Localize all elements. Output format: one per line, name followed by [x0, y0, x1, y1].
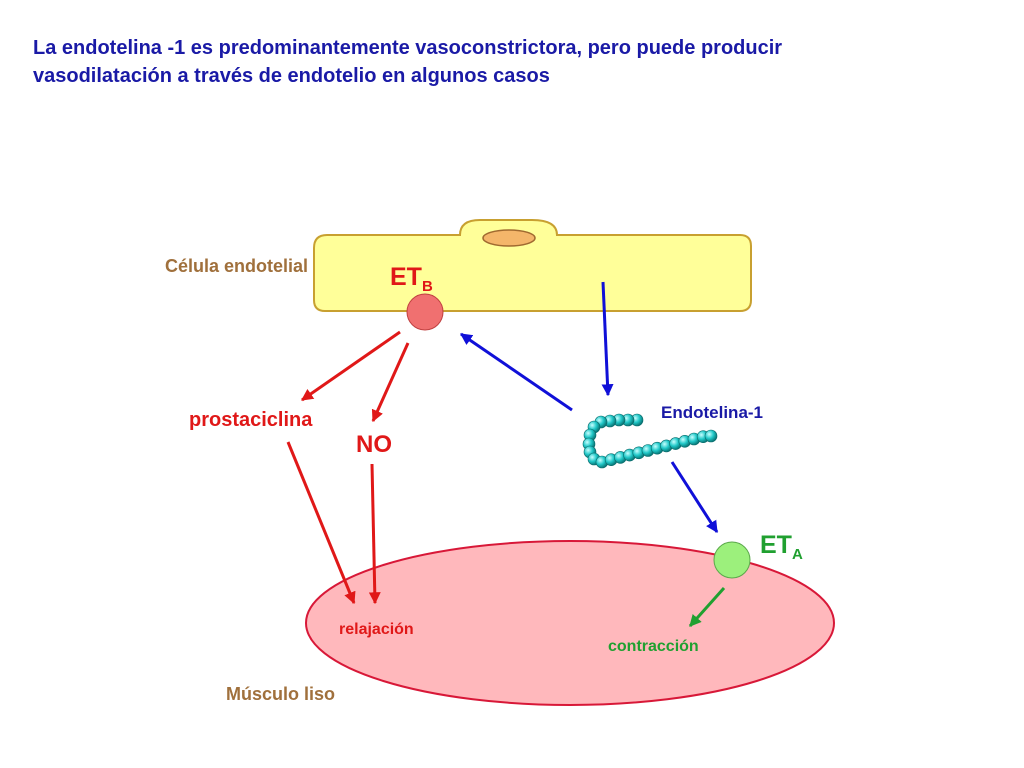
- etb-label: ETB: [390, 263, 433, 295]
- eta-label: ETA: [760, 531, 803, 563]
- contraction-label: contracción: [608, 638, 699, 655]
- slide-title: La endotelina -1 es predominantemente va…: [33, 34, 993, 90]
- relaxation-label: relajación: [339, 621, 414, 638]
- endothelin-bead: [704, 429, 718, 443]
- arrow-prostacyclin-to-relaxation: [286, 441, 356, 605]
- smooth-muscle-label: Músculo liso: [226, 684, 335, 704]
- title-line-2: vasodilatación a través de endotelio en …: [33, 65, 550, 87]
- prostacyclin-label: prostaciclina: [189, 409, 313, 431]
- endothelial-cell-label: Célula endotelial: [165, 256, 308, 276]
- eta-receptor: [713, 541, 751, 579]
- etb-label-main: ET: [390, 263, 422, 291]
- etb-receptor: [406, 293, 444, 331]
- etb-label-sub: B: [422, 278, 433, 295]
- eta-label-main: ET: [760, 531, 792, 559]
- eta-label-sub: A: [792, 546, 803, 563]
- endothelial-cell: [313, 219, 752, 312]
- no-label: NO: [356, 431, 392, 458]
- endothelin-label: Endotelina-1: [661, 403, 763, 422]
- smooth-muscle-cell: [305, 540, 835, 706]
- title-line-1: La endotelina -1 es predominantemente va…: [33, 37, 783, 59]
- arrow-cell-to-endothelin: [601, 281, 614, 397]
- arrow-eta-to-contraction: [688, 586, 726, 628]
- arrow-endothelin-to-eta: [670, 461, 719, 534]
- arrow-endothelin-to-etb: [460, 332, 573, 412]
- arrow-etb-to-no: [371, 342, 410, 423]
- endothelin-1-molecule: [582, 413, 718, 469]
- arrow-etb-to-prostacyclin: [301, 330, 401, 402]
- nucleus: [482, 229, 536, 247]
- arrow-no-to-relaxation: [368, 463, 381, 605]
